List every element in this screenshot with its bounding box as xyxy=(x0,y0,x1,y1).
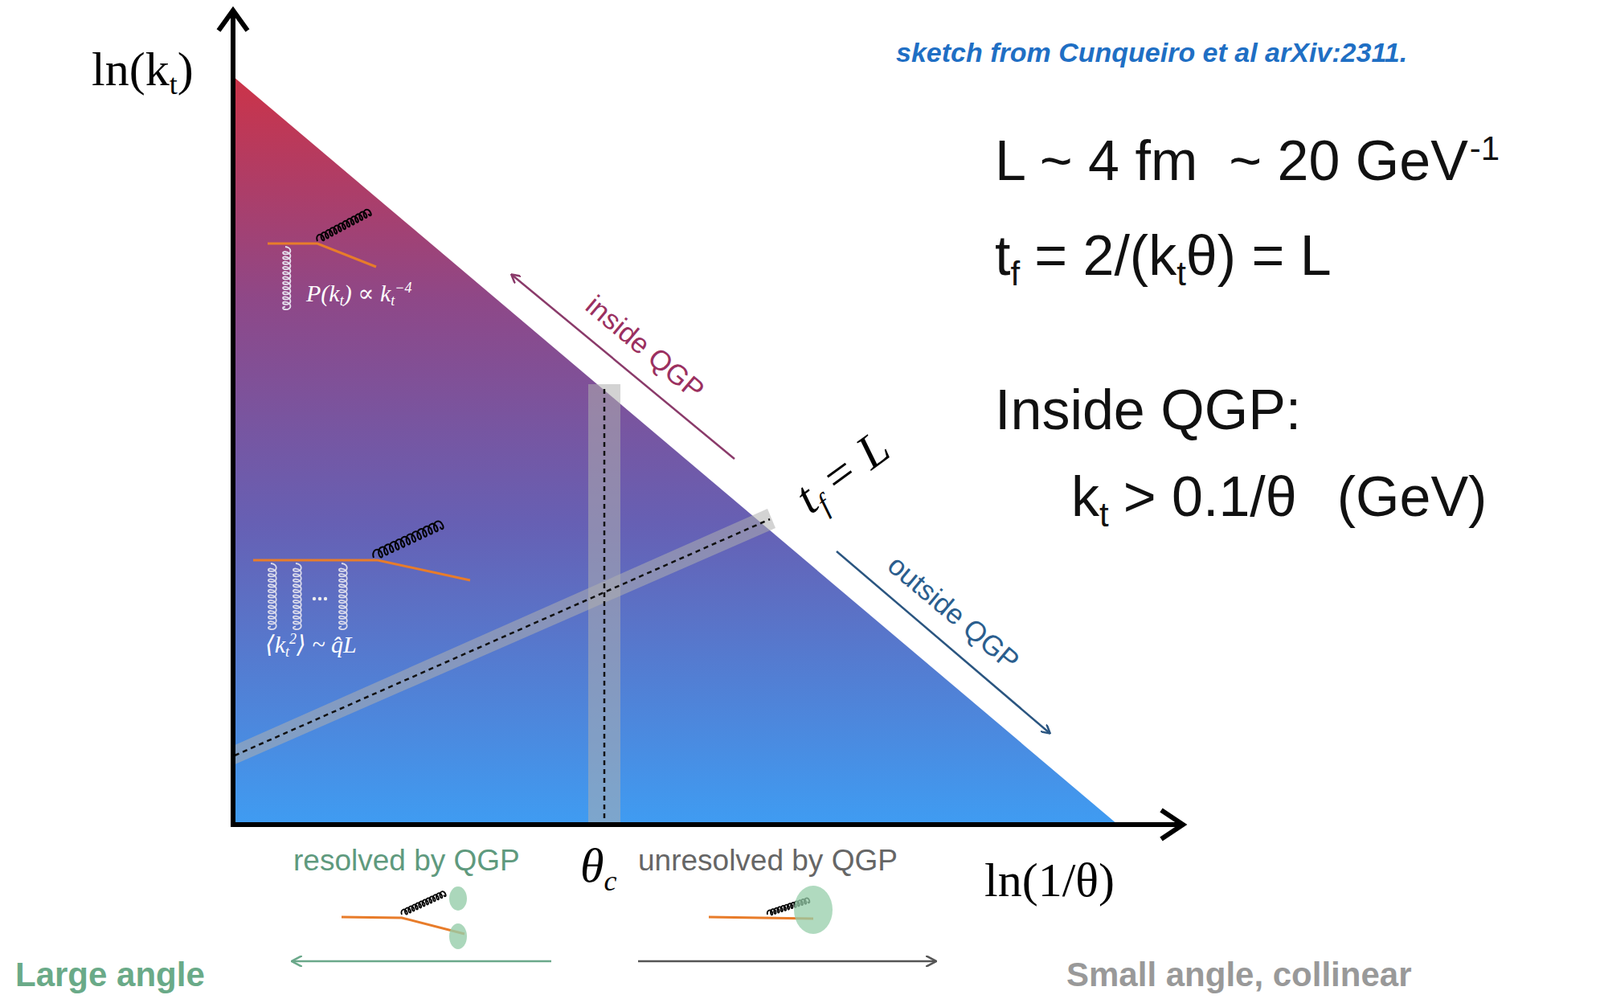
label-text: θ xyxy=(580,838,604,893)
label-text: ⟩ ~ q̂L xyxy=(296,630,357,658)
boundary-label: tf= L xyxy=(786,421,901,526)
region-label: outside QGP xyxy=(883,549,1025,676)
formula: kt > 0.1/θ (GeV) xyxy=(1071,468,1487,532)
label-text: (GeV) xyxy=(1337,465,1488,528)
label-text: outside QGP xyxy=(882,548,1027,677)
x-axis xyxy=(230,822,1182,827)
region-label: unresolved by QGP xyxy=(638,845,898,876)
label-text: k xyxy=(1071,465,1100,528)
note-heading: Inside QGP: xyxy=(994,381,1302,438)
dots xyxy=(318,597,322,601)
label-text: resolved by QGP xyxy=(293,843,520,877)
region-label: inside QGP xyxy=(581,290,710,405)
superscript: -1 xyxy=(1469,129,1500,168)
gluon-coil xyxy=(293,563,302,630)
subscript: t xyxy=(285,643,290,660)
superscript: −4 xyxy=(394,279,412,296)
subscript: t xyxy=(339,292,344,309)
formula: L ~ 4 fm ~ 20 GeV-1 xyxy=(994,131,1500,189)
subscript: t xyxy=(390,292,395,309)
direction-label: Small angle, collinear xyxy=(1066,957,1412,992)
direction-label: Large angle xyxy=(15,957,205,992)
quark-line xyxy=(253,560,471,581)
label-text: inside QGP xyxy=(580,289,711,406)
dots xyxy=(312,597,316,601)
gluon-coil xyxy=(315,208,372,243)
y-axis xyxy=(230,12,236,825)
label-text: t xyxy=(994,224,1011,287)
direction-arrow xyxy=(511,274,735,459)
resolution-blob xyxy=(793,885,833,934)
resolution-blob xyxy=(449,886,467,911)
source-note: sketch from Cunqueiro et al arXiv:2311. xyxy=(896,38,1408,66)
axis-arrowhead xyxy=(1161,810,1183,839)
formula: ⟨kt2⟩ ~ q̂L xyxy=(265,631,357,659)
label-text: Large angle xyxy=(15,955,205,994)
quark-line xyxy=(341,916,465,934)
direction-arrow xyxy=(638,960,936,963)
dashed-line xyxy=(603,388,606,823)
superscript: 2 xyxy=(289,630,297,647)
label-text: ln(k xyxy=(91,42,170,96)
axis-label: ln(1/θ) xyxy=(984,855,1115,905)
formula: tf= 2/(ktθ) = L xyxy=(994,227,1332,291)
label-text: unresolved by QGP xyxy=(638,843,898,877)
subscript: c xyxy=(603,864,617,897)
direction-arrow xyxy=(292,960,552,963)
region-label: resolved by QGP xyxy=(293,845,520,876)
gluon-coil xyxy=(339,563,348,630)
subscript: t xyxy=(1176,254,1187,293)
label-text: > 0.1/θ xyxy=(1123,465,1298,528)
grey-band xyxy=(233,508,776,766)
label-text: L ~ 4 fm ~ 20 GeV xyxy=(994,129,1469,193)
subscript: t xyxy=(1099,495,1109,534)
direction-arrow xyxy=(836,551,1050,733)
gluon-coil xyxy=(371,519,445,561)
axis-label: ln(kt) xyxy=(91,45,194,99)
label-text: P(k xyxy=(306,279,340,307)
axis-arrowhead xyxy=(218,10,248,31)
resolution-blob xyxy=(449,923,467,950)
label-text: sketch from Cunqueiro et al arXiv:2311. xyxy=(896,36,1408,68)
dots xyxy=(323,597,328,601)
label-text: ⟨k xyxy=(265,630,286,658)
label-text: = 2/(k xyxy=(1034,224,1177,287)
lund-triangle xyxy=(233,76,1118,825)
gluon-coil xyxy=(268,563,277,630)
gluon-coil xyxy=(400,890,447,917)
quark-line xyxy=(267,243,377,267)
label-text: ) xyxy=(177,42,194,96)
label-text: Inside QGP: xyxy=(994,378,1302,442)
subscript: f xyxy=(1010,254,1020,293)
dashed-line xyxy=(234,519,770,756)
axis-mark: θc xyxy=(580,841,617,896)
formula: P(kt) ∝ kt−4 xyxy=(306,280,412,308)
label-text: ln(1/θ) xyxy=(984,853,1115,907)
subscript: t xyxy=(169,68,178,101)
label-text: = L xyxy=(810,420,900,506)
label-text: θ) = L xyxy=(1186,224,1332,287)
label-text: ) ∝ k xyxy=(343,279,392,307)
label-text: Small angle, collinear xyxy=(1066,955,1412,994)
gluon-coil xyxy=(282,246,291,310)
grey-band xyxy=(588,384,621,825)
